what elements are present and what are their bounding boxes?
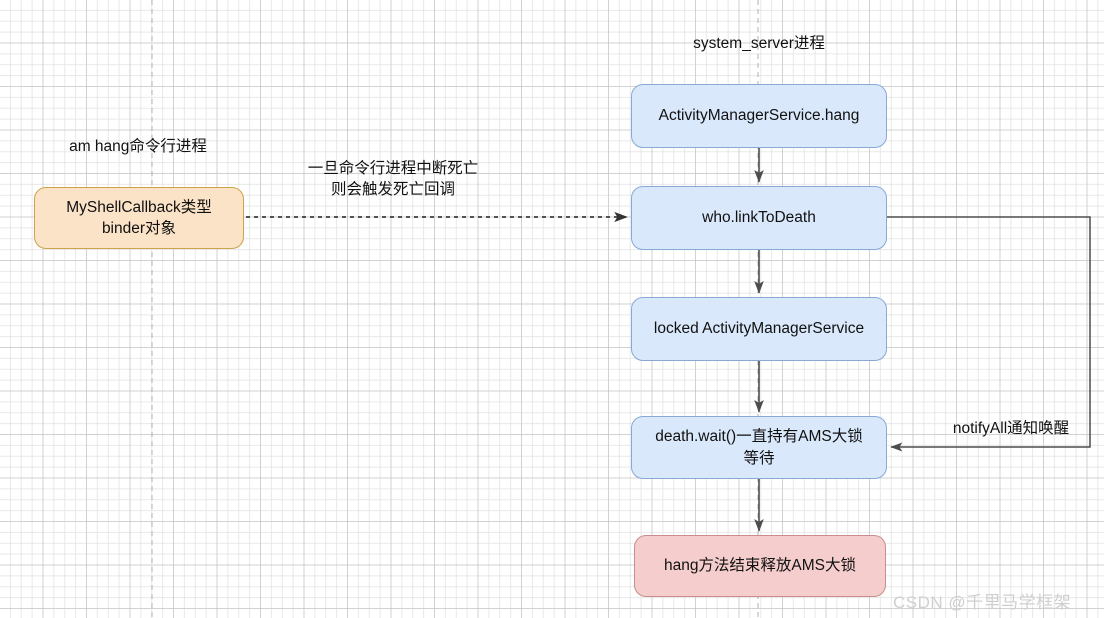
csdn-watermark: CSDN @千里马学框架 xyxy=(893,593,1072,612)
node-hang-method-end[interactable]: hang方法结束释放AMS大锁 xyxy=(634,535,886,597)
label-am-hang-process: am hang命令行进程 xyxy=(69,138,207,155)
node-locked-activity-manager-service[interactable]: locked ActivityManagerService xyxy=(631,297,887,361)
node-death-wait[interactable]: death.wait()一直持有AMS大锁 等待 xyxy=(631,416,887,479)
node-activity-manager-service-hang[interactable]: ActivityManagerService.hang xyxy=(631,84,887,148)
edge-linktodeath-to-wait-notify xyxy=(887,216,1091,452)
label-death-callback-note: 一旦命令行进程中断死亡 则会触发死亡回调 xyxy=(307,160,479,199)
node-my-shell-callback-binder[interactable]: MyShellCallback类型 binder对象 xyxy=(34,187,244,249)
label-notify-all-note: notifyAll通知唤醒 xyxy=(952,420,1070,437)
node-who-link-to-death[interactable]: who.linkToDeath xyxy=(631,186,887,250)
label-system-server-process: system_server进程 xyxy=(693,35,825,52)
